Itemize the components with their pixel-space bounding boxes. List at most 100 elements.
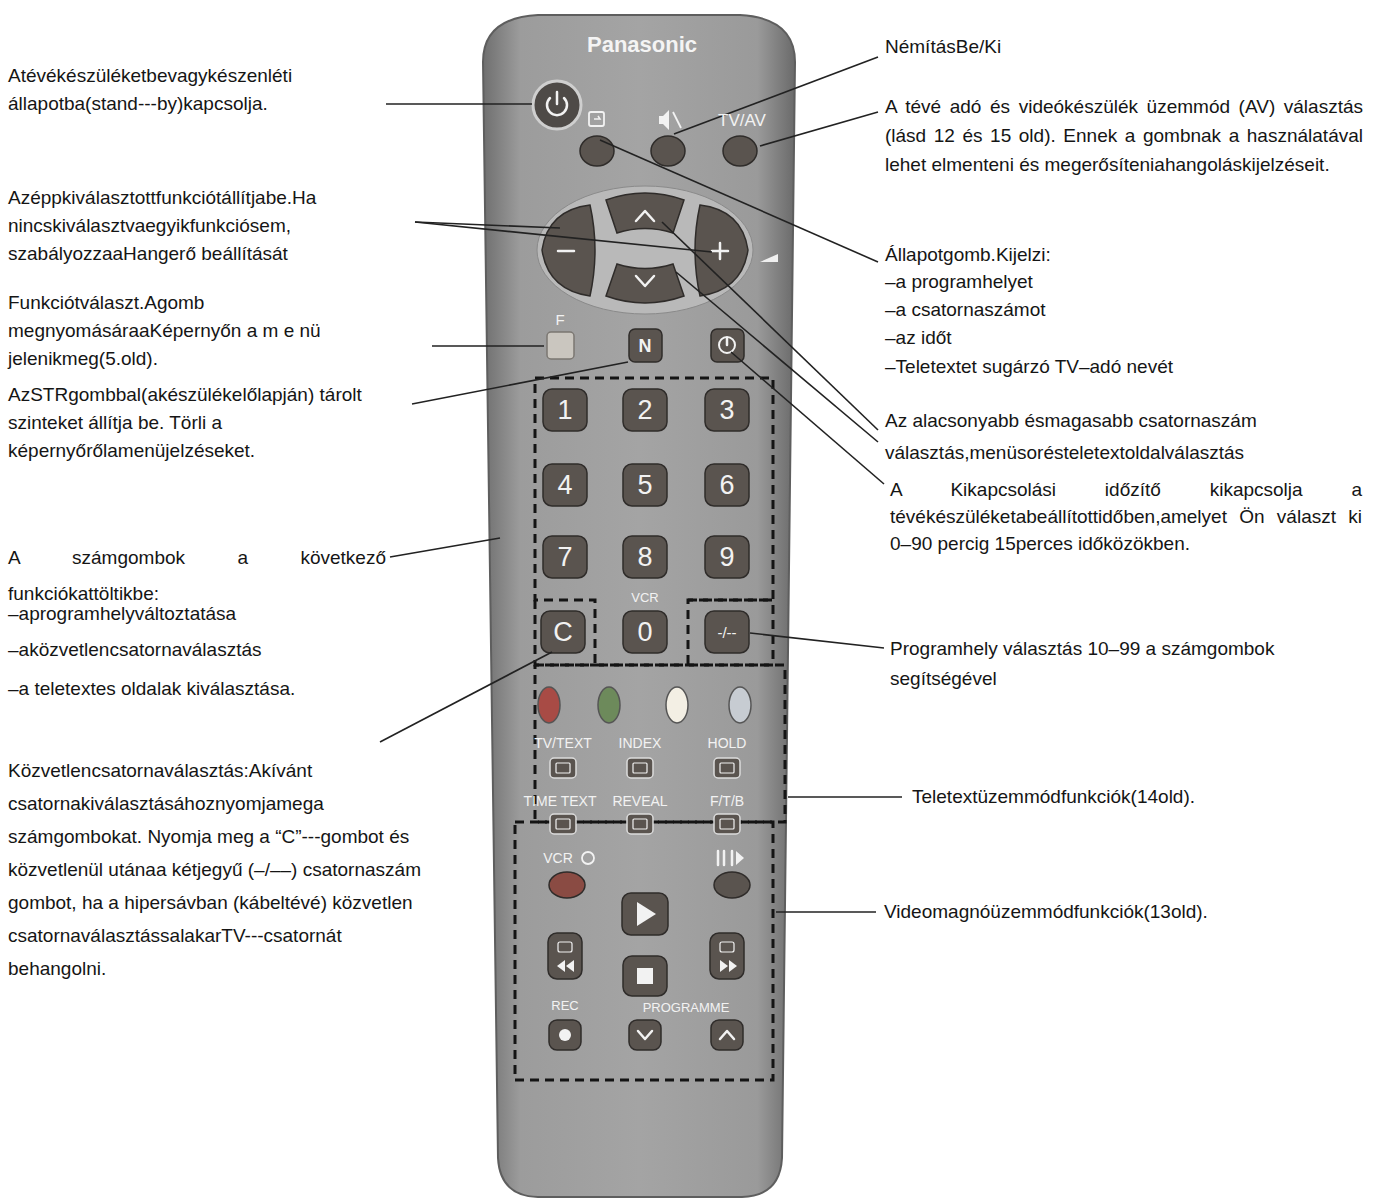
brand-name: Panasonic (587, 34, 697, 56)
number-key-label: 3 (719, 397, 734, 424)
leader-line (776, 911, 876, 913)
button-label: HOLD (708, 736, 747, 750)
number-key-label: 7 (557, 544, 572, 571)
down-chevron (638, 1031, 652, 1039)
pause-icon (736, 851, 744, 865)
number-key-label: 8 (637, 544, 652, 571)
callout-text: A Kikapcsolási időzítő kikapcsolja a tév… (890, 476, 1362, 557)
colour-key (598, 687, 620, 723)
colour-key (666, 687, 688, 723)
group-bracket (535, 378, 773, 665)
play-icon (637, 902, 656, 926)
rec-icon (559, 1029, 571, 1041)
leader-lines (380, 57, 902, 912)
list-item: –a teletextes oldalak kiválasztása. (8, 675, 428, 703)
play-key (622, 893, 668, 935)
number-key (623, 611, 667, 653)
leader-line (386, 103, 532, 105)
callout-text: Azéppkiválasztottfunkciótállítjabe.Ha ni… (8, 184, 408, 268)
teletext-icon (720, 763, 734, 773)
colour-key (729, 687, 751, 723)
number-key-label: C (553, 619, 573, 646)
timer-icon (726, 339, 729, 345)
programme-down-key (629, 1020, 661, 1050)
callout-text: A számgombok a következő funkciókattölti… (8, 540, 386, 612)
teletext-key (627, 814, 653, 834)
button-label: REVEAL (612, 794, 667, 808)
number-key (705, 536, 749, 578)
button-label: F/T/B (710, 794, 744, 808)
button-label: N (639, 337, 652, 355)
leader-line (731, 352, 884, 484)
callout-text: Közvetlencsatornaválasztás:Akívánt csato… (8, 754, 444, 985)
callout-text: AzSTRgombbal(akészülékelőlapján) tárolt … (8, 381, 408, 465)
plus-sign (719, 243, 722, 259)
teletext-icon (556, 819, 570, 829)
timer-button (711, 329, 744, 362)
teletext-key (627, 758, 653, 778)
callout-text: NémításBe/Ki (885, 33, 1185, 61)
callout-text: Állapotgomb.Kijelzi: (885, 241, 1355, 269)
rewind-icon (557, 960, 565, 972)
leader-line (412, 362, 628, 404)
mute-icon (659, 110, 669, 130)
round-button (580, 136, 614, 166)
timer-icon (719, 337, 735, 353)
number-key-label: 9 (719, 544, 734, 571)
pause-icon (731, 851, 734, 865)
mute-icon (673, 112, 681, 128)
number-key-label: 1 (557, 397, 572, 424)
group-bracket (535, 600, 595, 665)
forward-key (710, 933, 744, 979)
callout-text: Az alacsonyabb ésmagasabb csatornaszám v… (885, 405, 1363, 469)
power-symbol (556, 92, 559, 104)
minus-sign (558, 250, 574, 253)
leader-line (760, 112, 878, 146)
callout-text: Atévékészüléketbevagykészenléti állapotb… (8, 62, 386, 118)
number-key (541, 611, 585, 653)
round-button (651, 136, 685, 166)
nav-ring (537, 186, 753, 314)
callout-text: Programhely választás 10–99 a számgombok… (890, 634, 1362, 694)
volume-wedge (760, 254, 778, 262)
up-button (606, 193, 684, 233)
vcr-power-icon (582, 852, 594, 864)
down-button (606, 264, 684, 303)
number-key-label: 4 (557, 472, 572, 499)
stop-key (623, 956, 667, 996)
number-key-label: 6 (719, 472, 734, 499)
colour-key (538, 687, 560, 723)
number-key-label: 0 (637, 619, 652, 646)
number-key (623, 464, 667, 506)
number-key (705, 611, 749, 653)
list-item: –Teletextet sugárzó TV–adó nevét (885, 353, 1355, 381)
rewind-key (548, 933, 582, 979)
number-key (705, 464, 749, 506)
button-label: REC (551, 999, 578, 1012)
leader-line (662, 222, 878, 430)
button-label: INDEX (619, 736, 662, 750)
group-bracket (515, 822, 773, 1080)
list-item: –aprogramhelyváltoztatása (8, 600, 428, 628)
number-key (543, 464, 587, 506)
leader-line (390, 538, 500, 557)
teletext-icon (720, 819, 734, 829)
teletext-key (550, 758, 576, 778)
up-chevron (720, 1031, 734, 1039)
teletext-icon (633, 819, 647, 829)
group-bracket (688, 600, 773, 665)
teletext-key (714, 758, 740, 778)
button-label: VCR (543, 851, 573, 865)
n-button (629, 329, 662, 362)
list-item: –a programhelyet (885, 268, 1355, 296)
teletext-key (550, 814, 576, 834)
f-button (547, 332, 574, 359)
rewind-icon (566, 960, 574, 972)
programme-up-key (711, 1020, 743, 1050)
callout-text: Funkciótválaszt.Agomb megnyomásáraaKéper… (8, 289, 428, 373)
remote-drawing (483, 15, 795, 1197)
number-key-label: -/-- (717, 625, 736, 640)
power-button (533, 81, 581, 129)
